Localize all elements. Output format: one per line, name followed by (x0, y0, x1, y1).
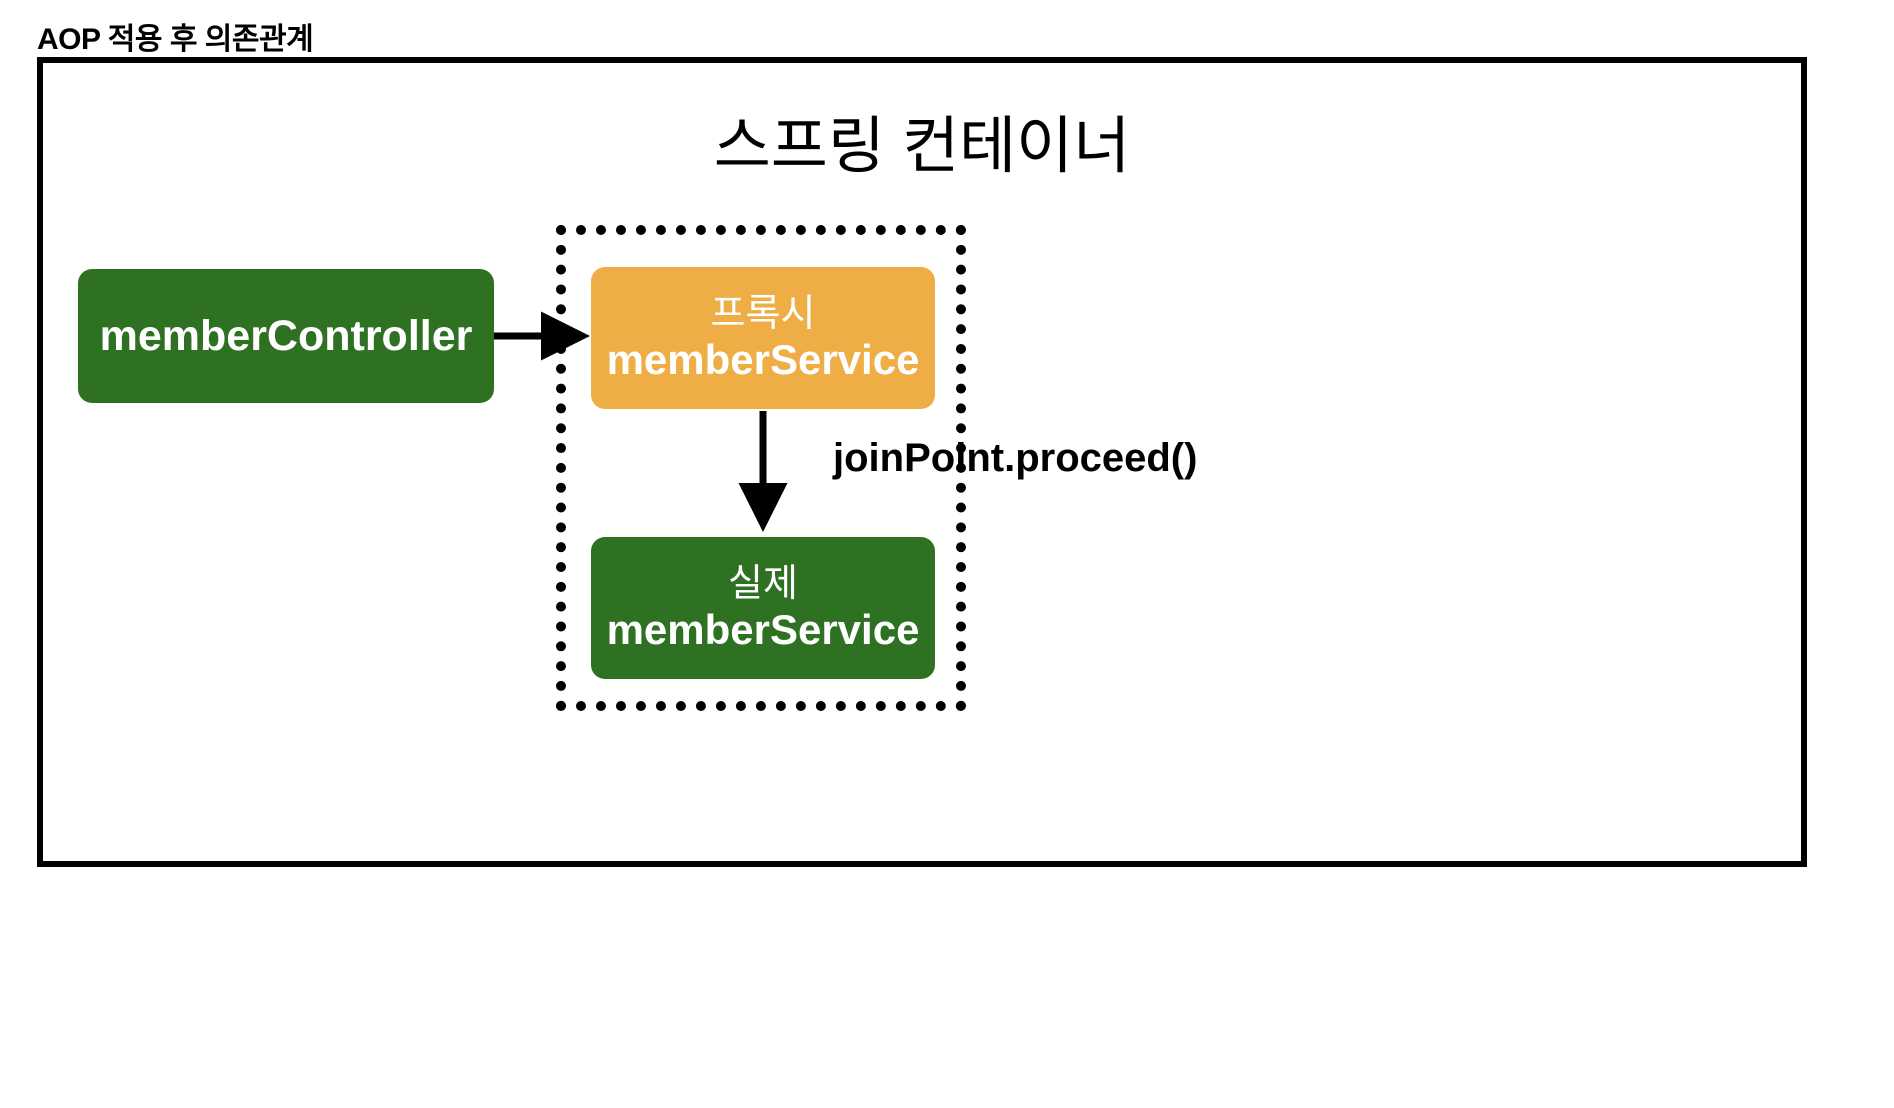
container-title: 스프링 컨테이너 (713, 112, 1131, 181)
spring-container-frame: 스프링 컨테이너 memberController 프록시 memberServ… (37, 57, 1807, 867)
node-member-controller-label: memberController (99, 311, 473, 360)
proxy-group-boundary (556, 225, 966, 711)
node-proxy-member-service[interactable]: 프록시 memberService (591, 267, 935, 409)
node-proxy-member-service-line1: 프록시 (710, 293, 816, 336)
node-proxy-member-service-line2: memberService (606, 335, 920, 383)
node-member-controller[interactable]: memberController (78, 269, 494, 403)
annotation-joinpoint-proceed: joinPoint.proceed() (833, 436, 1198, 480)
page-title: AOP 적용 후 의존관계 (37, 23, 314, 56)
node-real-member-service[interactable]: 실제 memberService (591, 537, 935, 679)
node-real-member-service-line2: memberService (606, 605, 920, 653)
node-real-member-service-line1: 실제 (728, 563, 798, 606)
